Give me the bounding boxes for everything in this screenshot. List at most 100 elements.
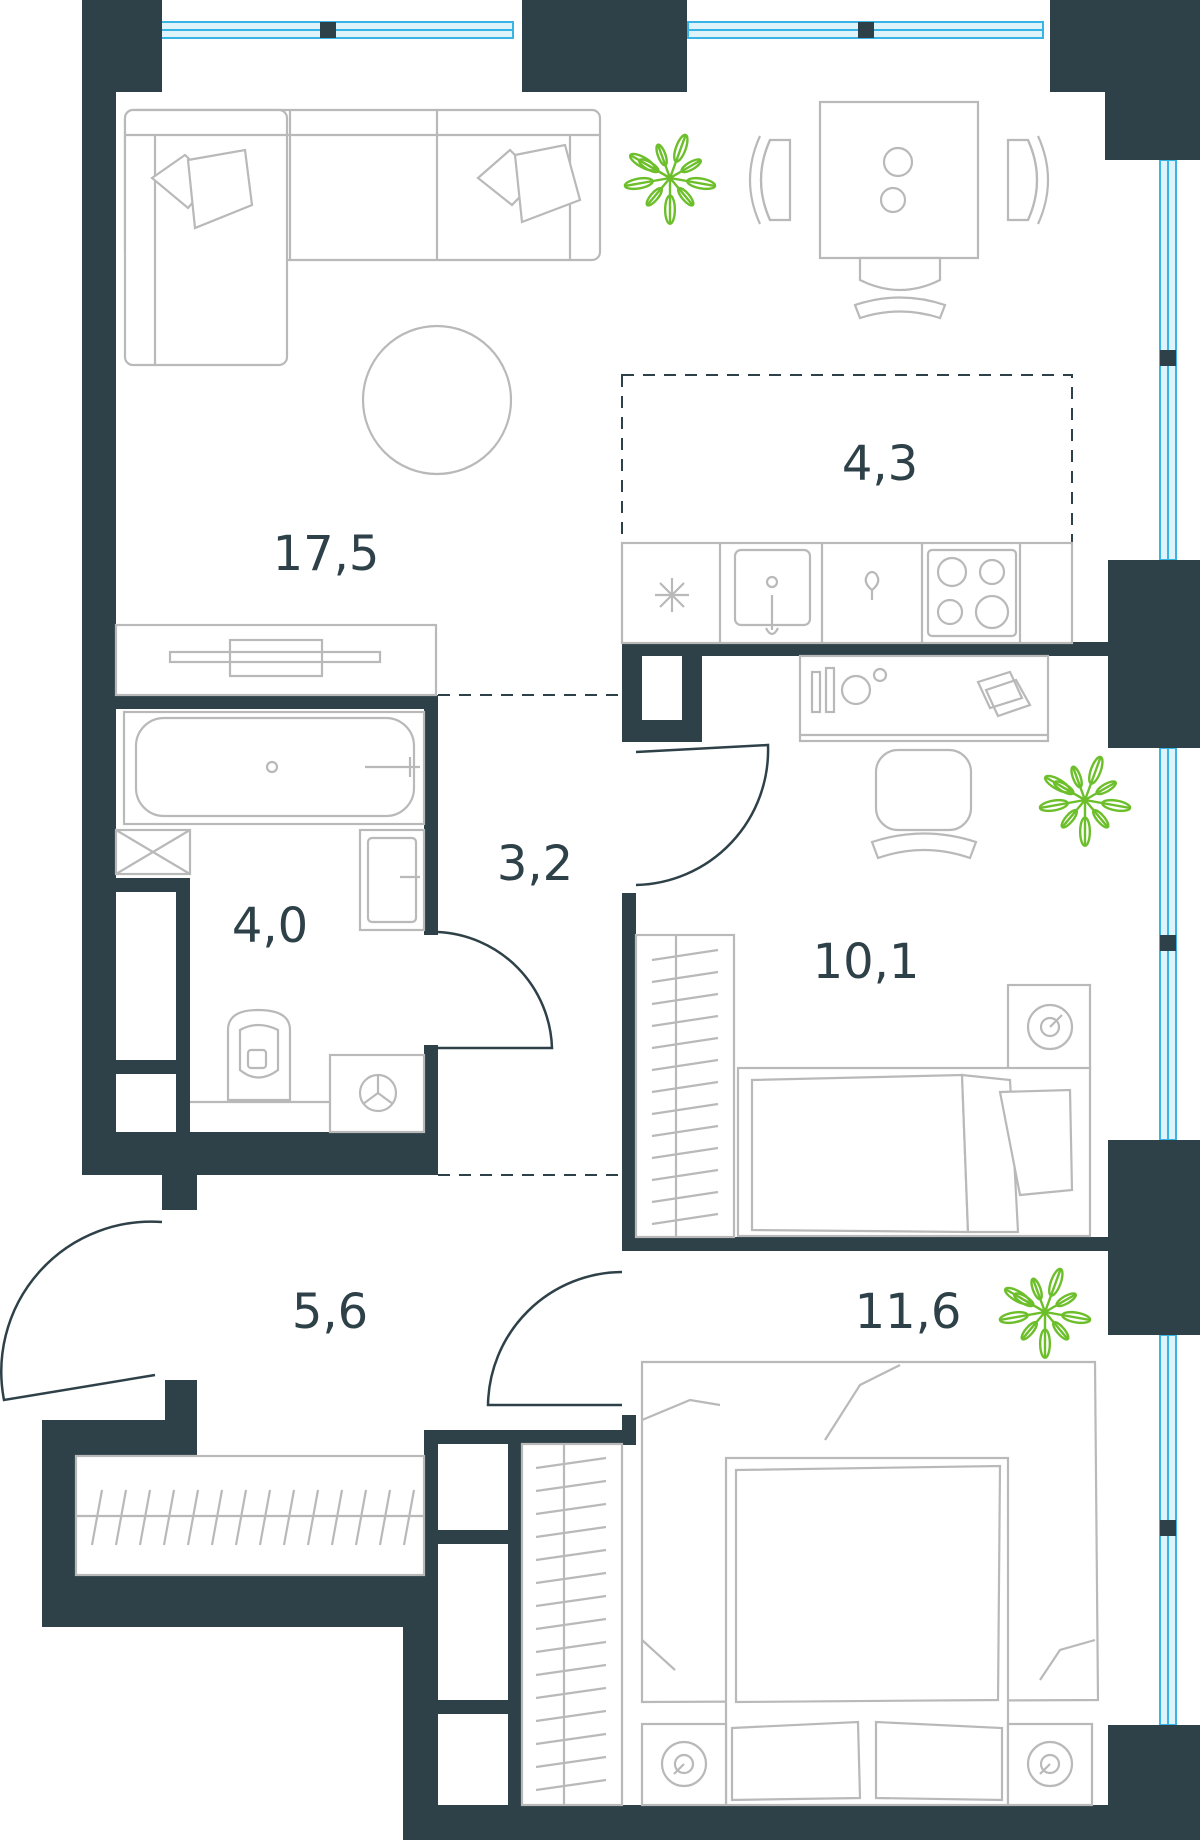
bedroom-large-furniture xyxy=(520,1360,1100,1807)
plant-stem xyxy=(1021,1310,1047,1340)
plant-stem xyxy=(639,159,672,180)
hanger-line xyxy=(535,1525,607,1539)
plant-leaf xyxy=(655,143,668,167)
bedroom-small-furniture xyxy=(634,654,1092,1239)
plant-leaf xyxy=(1055,1292,1078,1308)
plant-leaf xyxy=(1052,780,1075,796)
stove-icon xyxy=(926,548,1018,638)
hanger-line xyxy=(535,1594,607,1608)
plant-leaf xyxy=(1051,1320,1070,1341)
plants xyxy=(623,133,1132,1359)
plant-stem xyxy=(1032,1278,1047,1314)
plant-leaf xyxy=(1038,798,1069,813)
plant-leaf xyxy=(1060,808,1079,829)
hanger-line xyxy=(306,1489,320,1546)
hanger-line xyxy=(651,948,719,962)
plant-leaf xyxy=(1070,765,1083,789)
plant-leaf xyxy=(645,186,664,207)
plant-stem xyxy=(1083,798,1109,828)
bathtub-icon xyxy=(122,710,426,826)
area-label-bedroom-large: 11,6 xyxy=(855,1284,962,1340)
tv-unit-icon xyxy=(114,623,438,697)
hanger-line xyxy=(651,1080,719,1094)
hanger-line xyxy=(651,1102,719,1116)
hanger-line xyxy=(651,1058,719,1072)
hanger-line xyxy=(378,1489,392,1546)
plant-stem xyxy=(1040,798,1087,809)
hanger-line xyxy=(162,1489,176,1546)
hanger-line xyxy=(402,1489,416,1546)
plant-stem xyxy=(1083,781,1116,802)
plant-stem xyxy=(1043,1310,1090,1321)
plant-leaf xyxy=(1061,1310,1092,1325)
plant-leaf xyxy=(1101,798,1132,813)
hanger-line xyxy=(330,1489,344,1546)
area-label-bedroom-small: 10,1 xyxy=(813,934,920,990)
door-entrance xyxy=(0,1220,163,1402)
bed-icon-large xyxy=(724,1456,1010,1807)
sink-icon xyxy=(733,548,812,636)
nightstand-icon-left xyxy=(640,1722,728,1807)
hanger-line xyxy=(535,1663,607,1677)
hanger-line xyxy=(282,1489,296,1546)
plant-leaf xyxy=(663,194,677,225)
toilet-icon xyxy=(226,1008,292,1102)
hanger-line xyxy=(651,1036,719,1050)
hanger-line xyxy=(535,1548,607,1562)
wardrobe-hangers xyxy=(90,948,719,1792)
hanger-line xyxy=(535,1640,607,1654)
plant-leaf xyxy=(1078,816,1092,847)
hanger-line xyxy=(651,1124,719,1138)
plant-leaf xyxy=(676,186,695,207)
hanger-line xyxy=(535,1571,607,1585)
plant-stem xyxy=(1061,798,1087,828)
doors xyxy=(0,743,770,1407)
bathroom-sink-icon xyxy=(358,828,426,932)
plant-leaf xyxy=(1038,1328,1052,1359)
plant-stem xyxy=(657,144,672,180)
plant-icon xyxy=(998,1267,1092,1359)
hanger-line xyxy=(651,970,719,984)
hanger-line xyxy=(210,1489,224,1546)
hanger-line xyxy=(651,1190,719,1204)
plant-stem xyxy=(668,176,694,206)
kitchen-furniture xyxy=(620,541,1074,645)
hanger-line xyxy=(535,1778,607,1792)
plant-stem xyxy=(1043,1310,1069,1340)
sofa-icon xyxy=(123,108,602,367)
plant-leaf xyxy=(623,176,654,191)
bathroom-furniture xyxy=(114,710,426,1134)
plant-stem xyxy=(1000,1310,1047,1321)
area-label-hallway: 3,2 xyxy=(497,836,573,892)
plant-leaf xyxy=(673,133,689,163)
plant-leaf xyxy=(680,158,703,174)
plant-stem xyxy=(646,176,672,206)
walls xyxy=(42,0,1200,1840)
plant-stem xyxy=(668,176,715,187)
hanger-line xyxy=(535,1456,607,1470)
hanger-line xyxy=(258,1489,272,1546)
door-bedroom-small xyxy=(635,743,770,887)
shaft-icon xyxy=(114,828,192,876)
hanger-line xyxy=(535,1755,607,1769)
door-bedroom-large xyxy=(486,1270,623,1407)
hanger-line xyxy=(535,1709,607,1723)
hanger-line xyxy=(535,1617,607,1631)
washing-machine-icon xyxy=(328,1053,426,1134)
area-label-kitchen: 4,3 xyxy=(842,436,918,492)
hanger-line xyxy=(234,1489,248,1546)
area-labels: 17,5 4,3 4,0 3,2 10,1 5,6 11,6 xyxy=(232,436,962,1340)
plant-leaf xyxy=(1030,1277,1043,1301)
hanger-line xyxy=(535,1732,607,1746)
chair-icon-bedroom xyxy=(870,748,978,860)
chair-icon xyxy=(748,135,1050,320)
hanger-line xyxy=(651,1212,719,1226)
plant-stem xyxy=(1014,1293,1047,1314)
plant-icon xyxy=(1038,755,1132,847)
tap-icon xyxy=(864,570,880,600)
nightstand-icon-right xyxy=(1006,1722,1094,1807)
fridge-icon xyxy=(655,578,689,612)
plant-leaf xyxy=(1088,755,1104,785)
plant-leaf xyxy=(1091,808,1110,829)
